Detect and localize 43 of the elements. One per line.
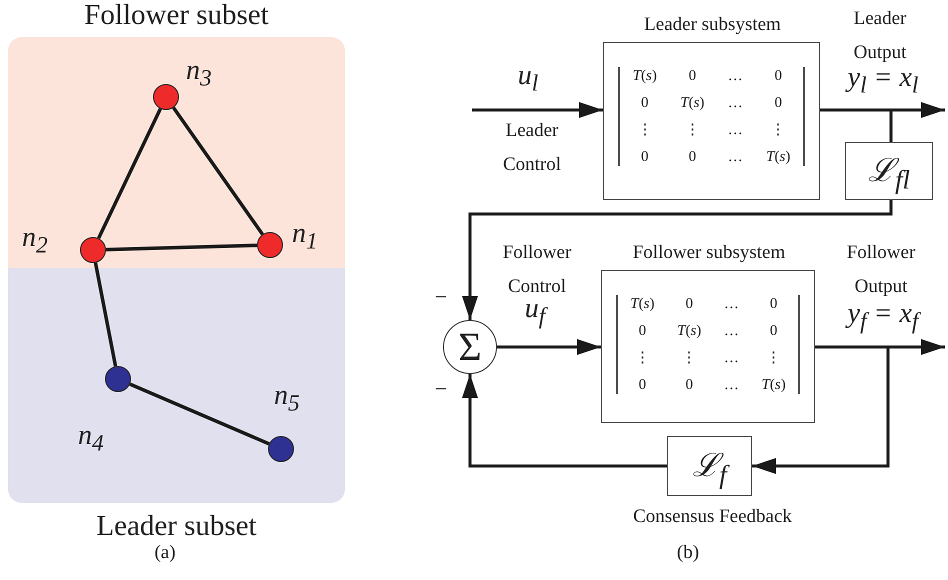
connector-line	[106, 244, 258, 252]
signal-name: Leader Output	[852, 7, 908, 65]
graph-node	[80, 237, 106, 263]
node-label: n$_{4}$	[78, 420, 104, 458]
region-title: Follower subset	[83, 0, 270, 32]
minus-sign: −	[434, 284, 448, 310]
block-title: Follower subsystem	[632, 242, 786, 264]
block-title: Leader subsystem	[643, 14, 782, 36]
arrow	[462, 200, 892, 320]
transfer-matrix: T(s) 0 … 0 0 T(s) … 0 ⋮ ⋮ … ⋮ 0 0 … T(s)	[616, 295, 800, 394]
graph-node	[257, 232, 283, 258]
signal-name: Follower Output	[846, 241, 916, 299]
signal-label: y$_{f}$ = x$_{f}$	[818, 298, 948, 336]
node-label: n$_{3}$	[186, 55, 212, 93]
block-caption: Consensus Feedback	[632, 506, 793, 528]
panel-caption: (a)	[153, 541, 177, 565]
node-label: n$_{1}$	[292, 218, 318, 256]
graph-node	[268, 436, 294, 462]
arrow	[472, 102, 603, 118]
summing-junction	[443, 320, 497, 374]
gain-block	[845, 142, 933, 200]
signal-label: u$_{l}$	[516, 60, 540, 98]
node-label: n$_{2}$	[22, 222, 48, 260]
minus-sign: −	[434, 376, 448, 402]
connector-line	[820, 108, 892, 142]
arrow	[462, 374, 667, 468]
transfer-matrix: T(s) 0 … 0 0 T(s) … 0 ⋮ ⋮ … ⋮ 0 0 … T(s)	[618, 67, 805, 166]
panel-caption: (b)	[676, 541, 700, 565]
region-title: Leader subset	[95, 510, 258, 543]
connector-line	[172, 106, 264, 236]
graph-node	[105, 366, 131, 392]
node-label: n$_{5}$	[274, 380, 300, 418]
sigma-symbol: Σ	[458, 327, 482, 367]
gain-block	[667, 436, 752, 496]
signal-name: Leader Control	[502, 119, 562, 177]
arrow	[752, 346, 890, 474]
connector-line	[94, 262, 118, 367]
connector-line	[129, 382, 270, 446]
graph-node	[153, 84, 179, 110]
gain-symbol: ℒ$_{fl}$	[868, 150, 910, 196]
signal-label: y$_{l}$ = x$_{l}$	[818, 62, 948, 100]
arrow	[497, 339, 601, 355]
connector-line	[97, 108, 162, 240]
